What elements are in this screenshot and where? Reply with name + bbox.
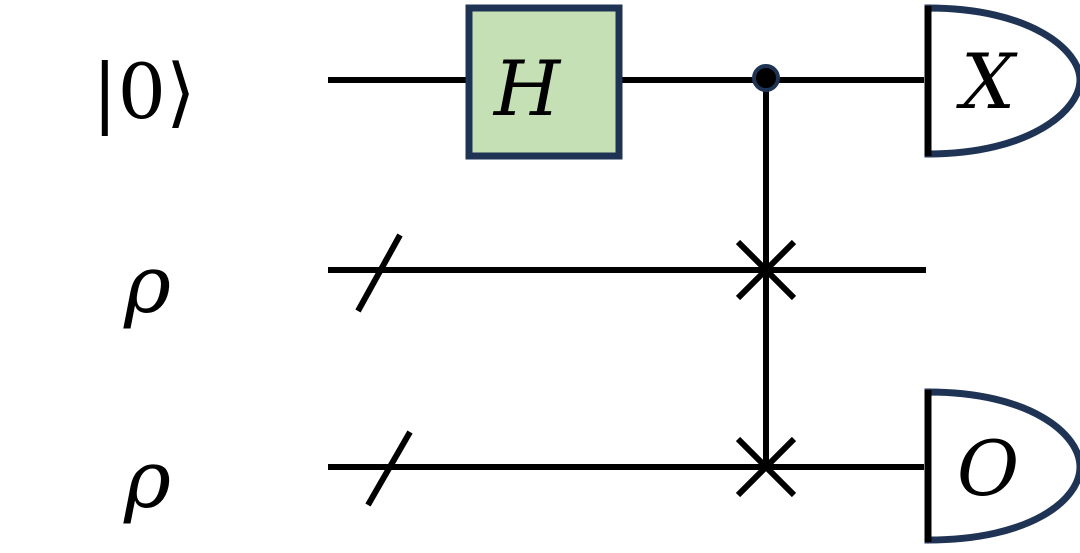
register-slash-icon-1 bbox=[355, 233, 403, 313]
hadamard-gate-label: H bbox=[492, 44, 562, 133]
wire-label-rho-2: ρ bbox=[123, 433, 171, 526]
measurement-top: X bbox=[924, 4, 1080, 158]
wire-label-ancilla: |0⟩ bbox=[92, 47, 196, 136]
control-dot-icon bbox=[752, 64, 780, 92]
measurement-bottom: O bbox=[924, 388, 1080, 544]
swap-cross-icon-2 bbox=[735, 436, 797, 498]
measurement-top-label: X bbox=[956, 37, 1018, 126]
wire-label-rho-1: ρ bbox=[123, 238, 171, 331]
hadamard-gate-box bbox=[465, 4, 623, 160]
swap-cross-icon-1 bbox=[735, 239, 797, 301]
register-slash-icon-2 bbox=[365, 430, 413, 507]
hadamard-gate: H bbox=[465, 4, 623, 160]
measurement-bottom-label: O bbox=[957, 424, 1019, 513]
